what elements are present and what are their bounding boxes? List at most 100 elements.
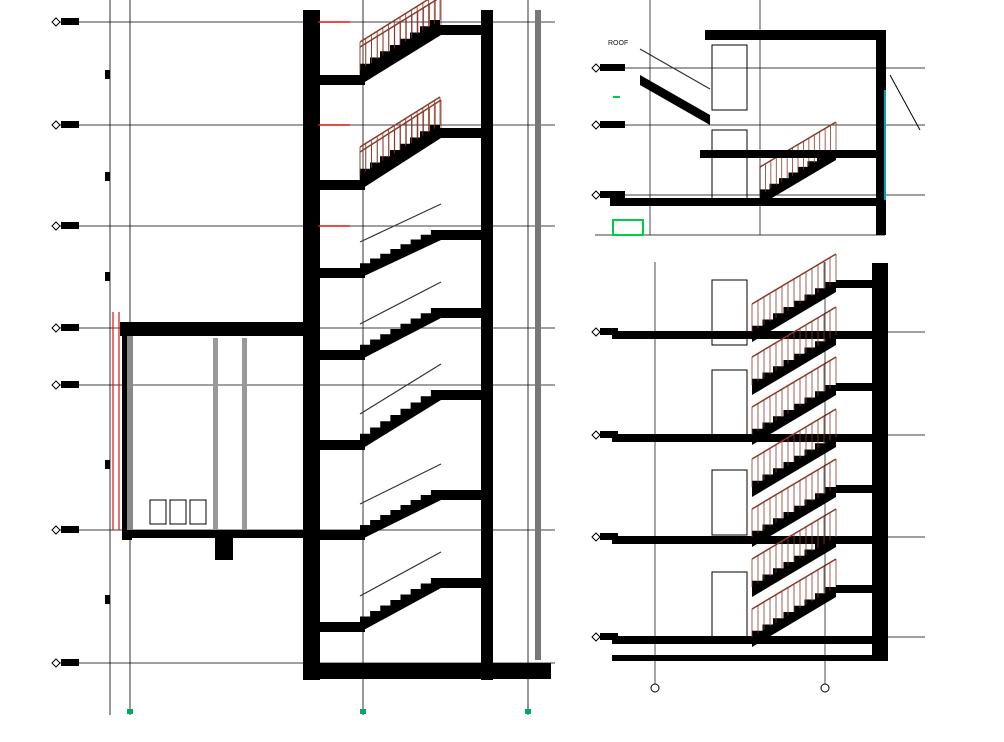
stair-step (400, 594, 411, 600)
chair-icon (149, 499, 167, 525)
level-tag (600, 633, 618, 640)
chair-icon (189, 499, 207, 525)
floor-slab (700, 150, 880, 158)
beam (215, 538, 233, 560)
stair-step (804, 397, 815, 404)
handrail (359, 203, 442, 243)
railing-handrail (359, 96, 441, 148)
stair-step (815, 341, 826, 348)
level-marker-icon (51, 658, 61, 668)
railing-handrail (359, 0, 429, 43)
stair-step (804, 599, 815, 606)
stair-step (420, 313, 431, 319)
stair-step (807, 161, 817, 167)
stair-step (752, 325, 763, 332)
annex-insulation (127, 336, 133, 536)
stair-step (769, 183, 779, 190)
handrail (639, 48, 711, 90)
stair-step (804, 549, 815, 556)
dimension-tick (105, 460, 110, 469)
stair-step (430, 490, 441, 495)
stair-step (430, 578, 441, 584)
level-marker-icon (51, 17, 61, 27)
railing-handrail (751, 458, 837, 510)
stair-step (360, 525, 371, 530)
door (711, 44, 748, 111)
stair-step (815, 391, 826, 398)
stair-step (390, 510, 401, 515)
stair-step (825, 282, 836, 289)
landing (440, 308, 481, 318)
floor-slab (612, 636, 872, 644)
stair-step (825, 385, 836, 392)
door (711, 369, 748, 436)
stair-step (390, 415, 401, 422)
stair-step (773, 618, 784, 625)
stair-step (825, 437, 836, 444)
stair-step (400, 38, 410, 45)
stair-step (783, 307, 794, 314)
level-marker-icon (51, 525, 61, 535)
stair-step (410, 589, 421, 595)
stair-step (794, 605, 805, 612)
roof-label: ROOF (608, 40, 629, 47)
landing (320, 622, 365, 632)
stair-step (370, 611, 381, 617)
stair-step (752, 580, 763, 587)
axis-bubble-icon (650, 683, 660, 693)
stair-step (783, 462, 794, 469)
annex-column (213, 338, 218, 530)
stair-step (762, 574, 773, 581)
stair-step (360, 433, 371, 440)
stair-step (773, 416, 784, 423)
handrail (359, 463, 442, 505)
landing (320, 530, 365, 540)
stair-step (794, 300, 805, 307)
stair-step (370, 339, 381, 345)
stair-step (420, 26, 430, 33)
stair-step (400, 323, 411, 329)
annex-roof (120, 322, 303, 336)
stair-step (762, 319, 773, 326)
stair-step (430, 308, 441, 314)
floor-slab (612, 331, 872, 339)
railing-handrail (751, 558, 837, 610)
stair-step (804, 449, 815, 456)
stair-step (400, 143, 410, 150)
stair-step (410, 137, 420, 144)
landing (320, 350, 365, 360)
level-tag (600, 64, 625, 71)
stair-step (360, 263, 371, 268)
stair-step (794, 505, 805, 512)
landing (836, 485, 872, 493)
stair-step (804, 499, 815, 506)
level-tag (600, 431, 618, 438)
green-mark (612, 219, 644, 236)
door (711, 571, 748, 638)
landing (440, 578, 481, 588)
floor-slab (612, 434, 872, 442)
stair-step (817, 155, 827, 162)
level-tag (61, 222, 79, 229)
right-wall (876, 30, 886, 235)
level-marker-icon (591, 532, 601, 542)
stair-step (794, 455, 805, 462)
stair-step (762, 372, 773, 379)
axis-bubble-icon (525, 709, 531, 714)
stair-step (380, 515, 391, 520)
landing (440, 230, 481, 240)
stair-step (752, 480, 763, 487)
stair-step (815, 593, 826, 600)
left-wall (303, 10, 320, 680)
railing-handrail (751, 253, 837, 305)
stair-step (825, 537, 836, 544)
stair-step (400, 408, 411, 415)
stair-step (752, 378, 763, 385)
level-tag (61, 18, 79, 25)
stair-step (390, 150, 400, 157)
stair-step (420, 495, 431, 500)
stair-step (410, 402, 421, 409)
level-tag (61, 324, 79, 331)
stair-step (420, 396, 431, 403)
dimension-tick (105, 272, 110, 281)
